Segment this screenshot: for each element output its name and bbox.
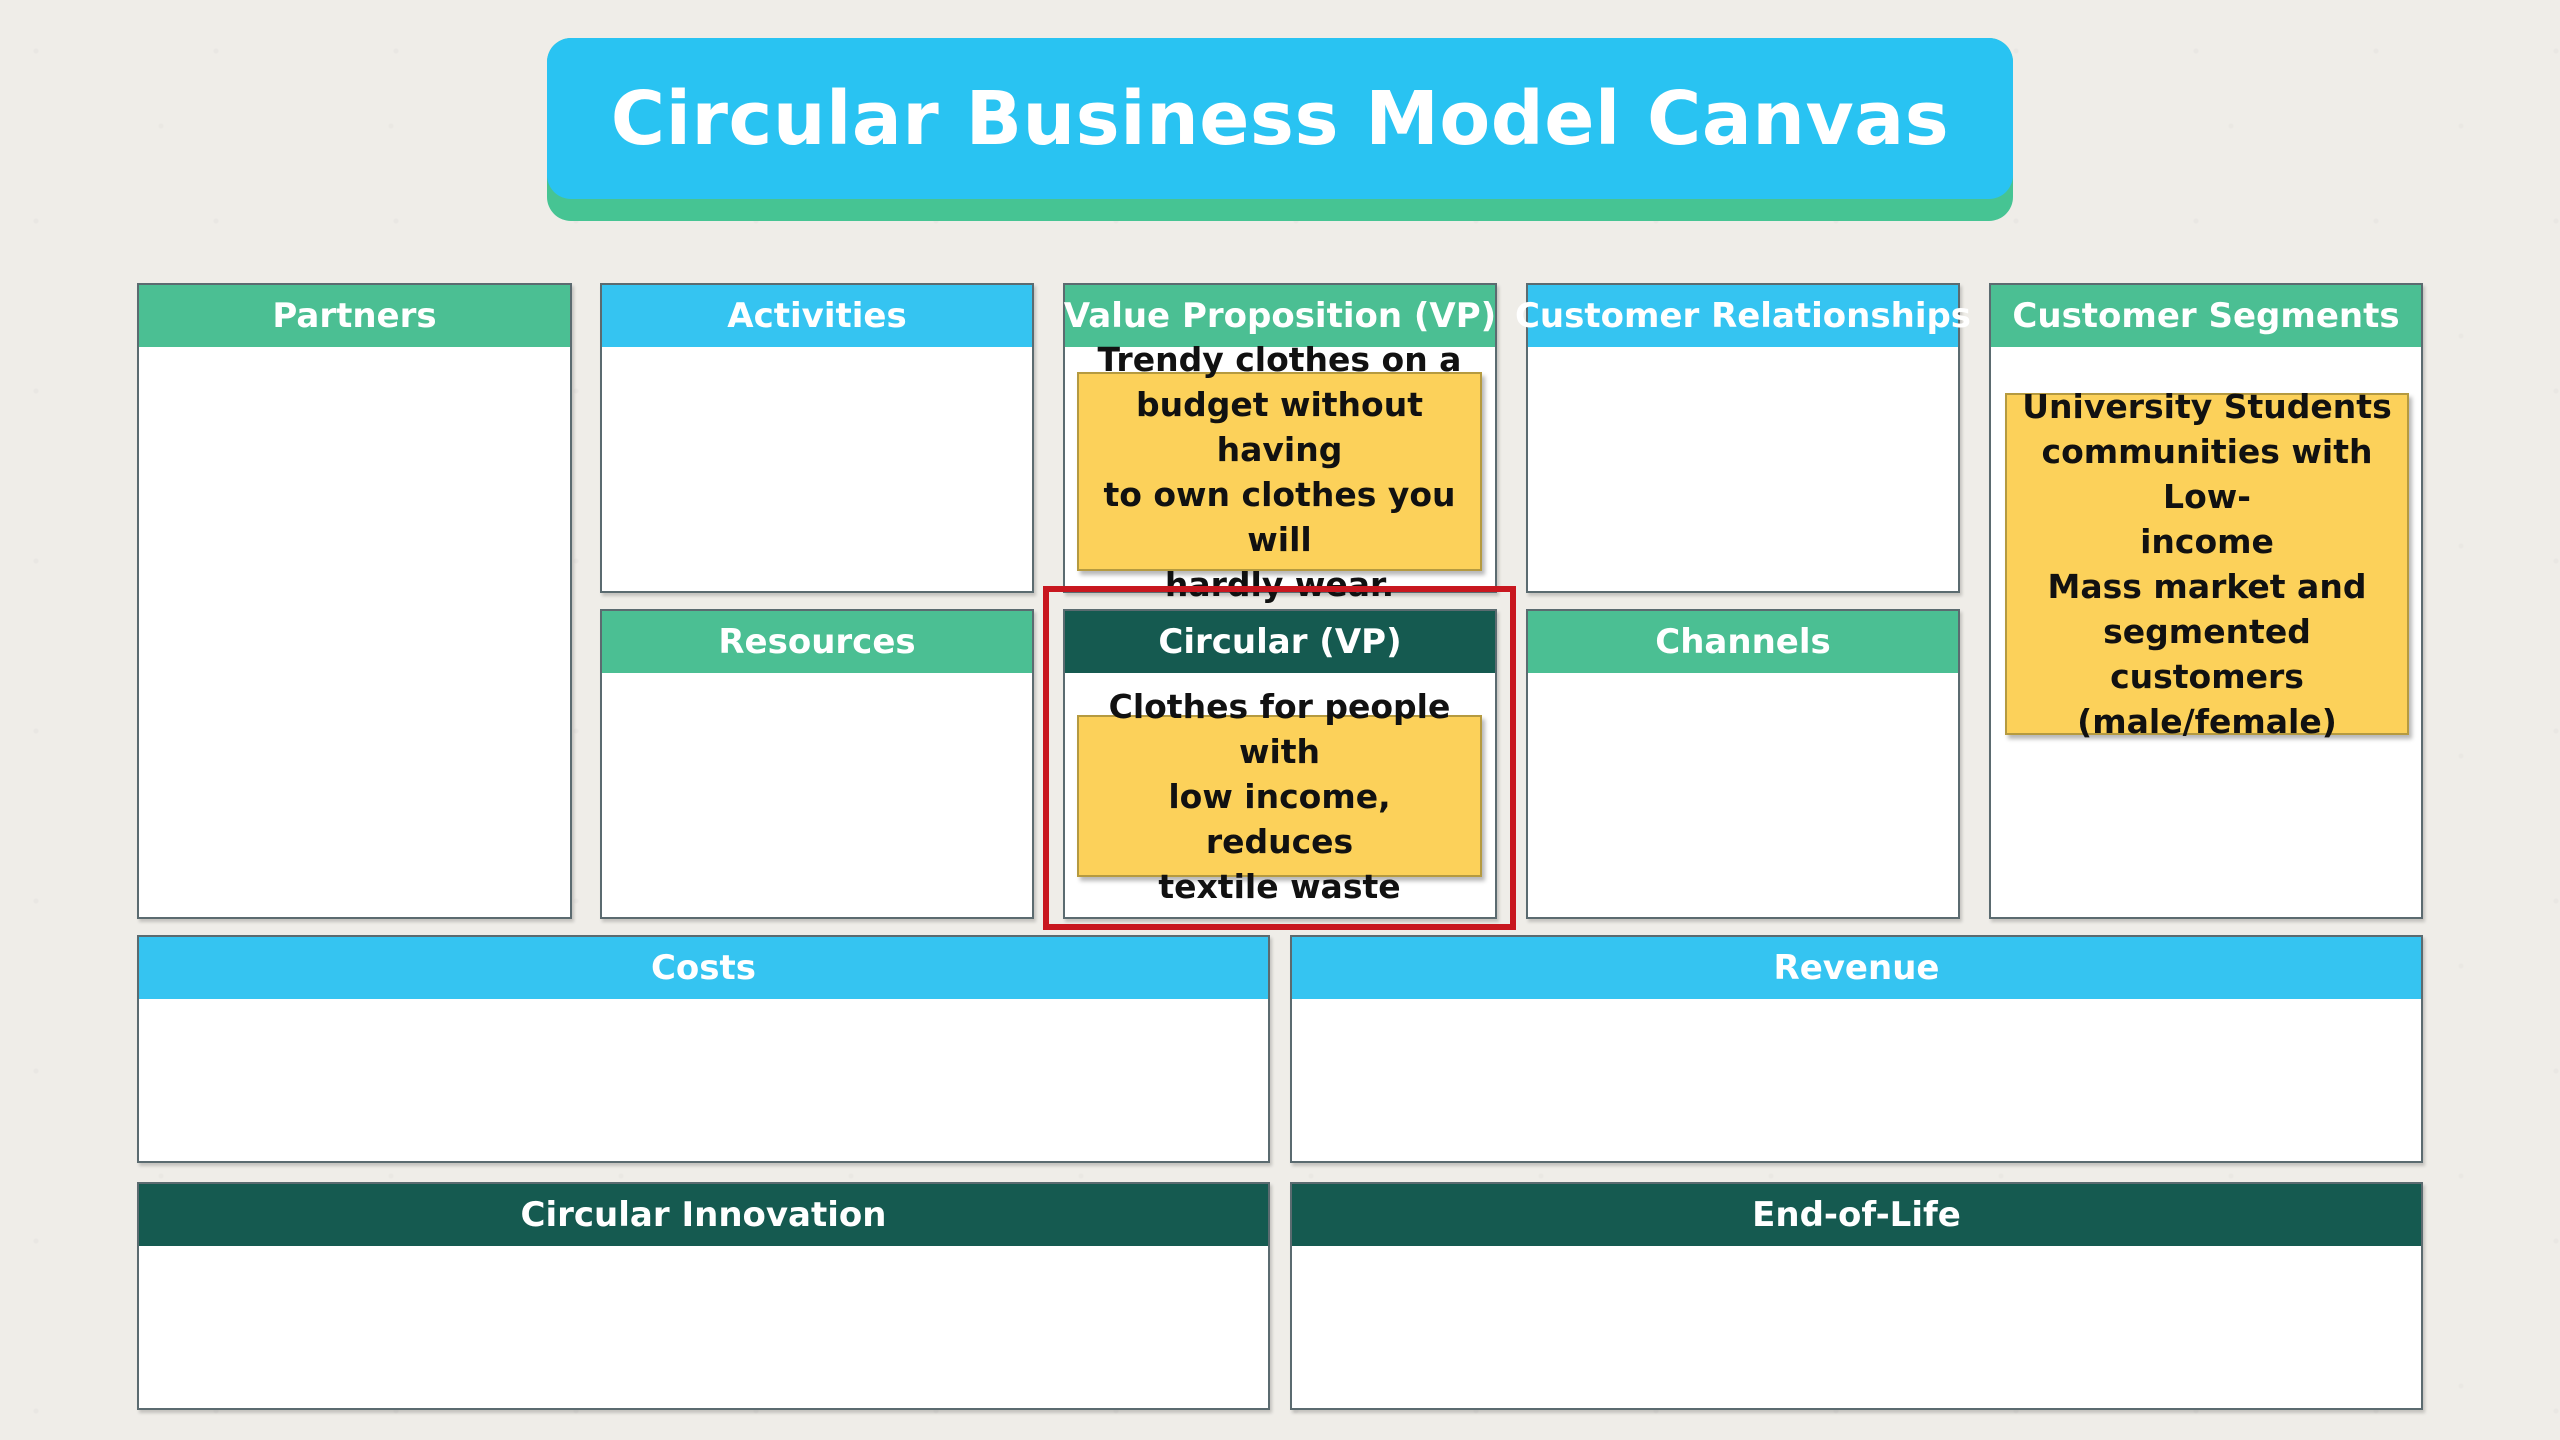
activities-block: Activities [600, 283, 1034, 593]
resources-block: Resources [600, 609, 1034, 919]
customer-relationships-header: Customer Relationships [1515, 285, 1971, 347]
customer-segments-header: Customer Segments [1991, 285, 2421, 347]
title-banner-face: Circular Business Model Canvas [547, 38, 2013, 199]
costs-block: Costs [137, 935, 1270, 1163]
channels-block: Channels [1526, 609, 1960, 919]
value-proposition-header: Value Proposition (VP) [1064, 285, 1496, 347]
circular-vp-highlight-frame [1043, 586, 1516, 930]
customer-relationships-block: Customer Relationships [1515, 283, 1971, 593]
revenue-header: Revenue [1292, 937, 2421, 999]
value-proposition-note[interactable]: Trendy clothes on a budget without havin… [1077, 340, 1482, 604]
partners-header: Partners [139, 285, 570, 347]
circular-innovation-block: Circular Innovation [137, 1182, 1270, 1410]
channels-header: Channels [1528, 611, 1958, 673]
page-title: Circular Business Model Canvas [610, 75, 1950, 162]
customer-segments-note[interactable]: University Students communities with Low… [2005, 387, 2409, 741]
circular-innovation-header: Circular Innovation [139, 1184, 1268, 1246]
revenue-block: Revenue [1290, 935, 2423, 1163]
costs-header: Costs [139, 937, 1268, 999]
circular-vp-header: Circular (VP) [1065, 611, 1495, 673]
partners-block: Partners [137, 283, 572, 919]
resources-header: Resources [602, 611, 1032, 673]
activities-header: Activities [602, 285, 1032, 347]
end-of-life-header: End-of-Life [1292, 1184, 2421, 1246]
end-of-life-block: End-of-Life [1290, 1182, 2423, 1410]
title-banner: Circular Business Model Canvas [547, 38, 2013, 221]
